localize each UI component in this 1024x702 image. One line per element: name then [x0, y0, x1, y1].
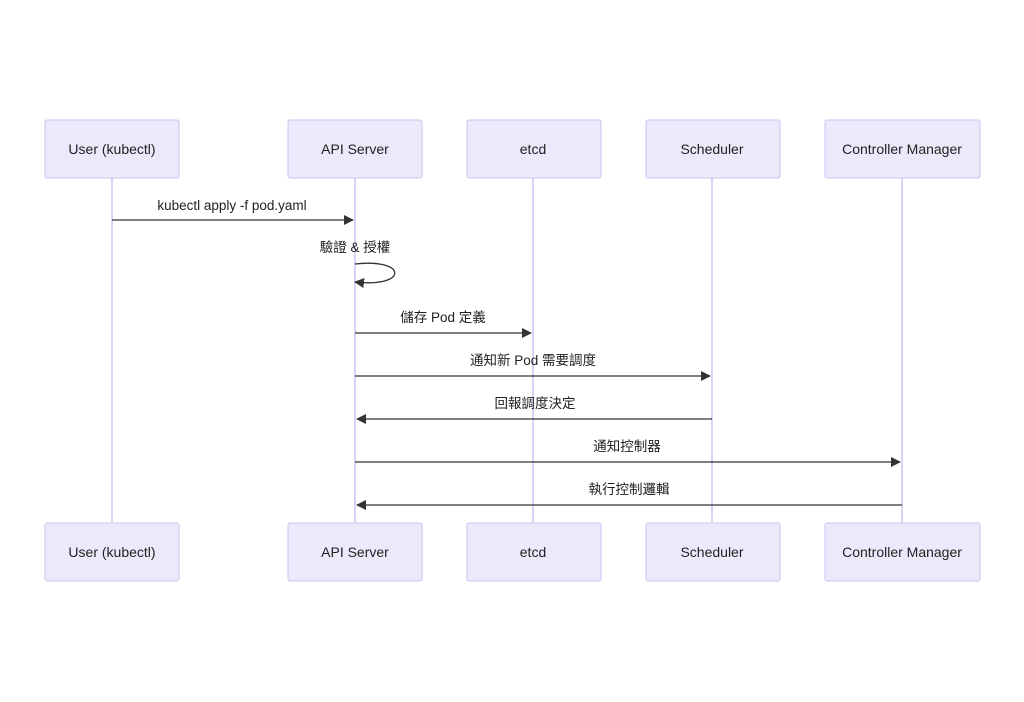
actor-top-etcd: etcd: [466, 119, 602, 179]
message-self-loop-arrow: [354, 262, 396, 288]
message-schedule-decision: 回報調度決定: [356, 396, 712, 424]
message-store-pod: 儲存 Pod 定義: [355, 309, 532, 338]
message-label: 儲存 Pod 定義: [400, 309, 486, 325]
actor-label: etcd: [520, 544, 546, 560]
actor-bottom-user: User (kubectl): [44, 522, 180, 582]
actor-label: API Server: [321, 544, 389, 560]
actor-label: Scheduler: [680, 141, 743, 157]
actor-bottom-etcd: etcd: [466, 522, 602, 582]
message-label: 執行控制邏輯: [589, 482, 670, 497]
actor-label: User (kubectl): [68, 544, 155, 560]
actor-label: Controller Manager: [842, 141, 962, 157]
message-self-auth: 驗證 & 授權: [320, 239, 396, 288]
actor-label: API Server: [321, 141, 389, 157]
message-label: kubectl apply -f pod.yaml: [157, 198, 306, 213]
message-kubectl-apply: kubectl apply -f pod.yaml: [112, 198, 354, 225]
actor-top-scheduler: Scheduler: [645, 119, 781, 179]
message-label: 驗證 & 授權: [320, 239, 391, 255]
actor-bottom-api: API Server: [287, 522, 423, 582]
actor-label: Scheduler: [680, 544, 743, 560]
actor-top-user: User (kubectl): [44, 119, 180, 179]
actor-top-controller: Controller Manager: [824, 119, 981, 179]
actor-bottom-controller: Controller Manager: [824, 522, 981, 582]
actor-label: Controller Manager: [842, 544, 962, 560]
message-label: 回報調度決定: [495, 396, 576, 411]
actor-bottom-scheduler: Scheduler: [645, 522, 781, 582]
message-notify-scheduler: 通知新 Pod 需要調度: [355, 352, 711, 381]
message-label: 通知控制器: [593, 438, 661, 454]
actor-label: etcd: [520, 141, 546, 157]
actor-label: User (kubectl): [68, 141, 155, 157]
actor-top-api: API Server: [287, 119, 423, 179]
message-label: 通知新 Pod 需要調度: [470, 352, 596, 368]
message-notify-controller: 通知控制器: [355, 438, 901, 467]
message-control-logic: 執行控制邏輯: [356, 482, 902, 510]
